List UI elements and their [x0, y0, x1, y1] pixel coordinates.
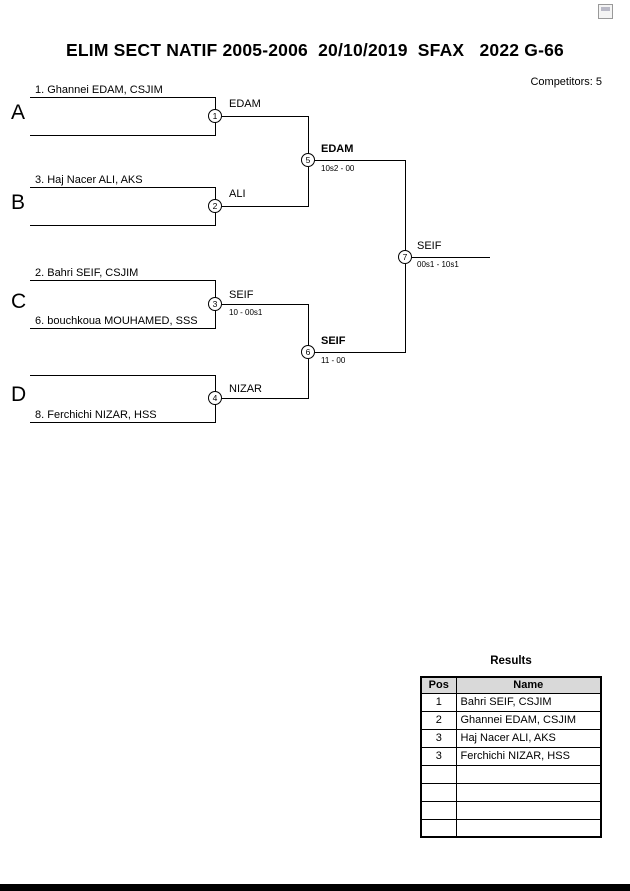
result-name: Ghannei EDAM, CSJIM [455, 710, 602, 730]
winner-label: NIZAR [229, 383, 262, 395]
result-pos [420, 818, 457, 838]
window-icon-glyph [601, 7, 610, 11]
bracket-line [308, 167, 309, 207]
result-name [455, 800, 602, 820]
bracket-line [30, 135, 215, 136]
result-name [455, 818, 602, 838]
bracket-line [30, 375, 215, 376]
bracket-line [308, 116, 309, 154]
bracket-line [30, 422, 215, 423]
match-node-3: 3 [208, 297, 222, 311]
pool-letter-b: B [11, 191, 26, 214]
table-row [420, 818, 602, 838]
bracket-line [222, 116, 308, 117]
result-pos: 2 [420, 710, 457, 730]
result-pos [420, 782, 457, 802]
bracket-line [308, 359, 309, 399]
bracket-line [405, 160, 406, 251]
table-row: 1 Bahri SEIF, CSJIM [420, 692, 602, 712]
result-pos: 3 [420, 746, 457, 766]
result-pos [420, 800, 457, 820]
bracket-line [412, 257, 490, 258]
result-name: Bahri SEIF, CSJIM [455, 692, 602, 712]
pool-letter-d: D [11, 383, 27, 406]
result-pos: 3 [420, 728, 457, 748]
bracket-line [308, 304, 309, 346]
result-name [455, 764, 602, 784]
bracket-line [30, 280, 215, 281]
competitor-name: 1. Ghannei EDAM, CSJIM [35, 84, 163, 96]
match-node-2: 2 [208, 199, 222, 213]
match-score: 11 - 00 [321, 356, 346, 365]
bracket-line [222, 398, 308, 399]
results-header-pos: Pos [420, 676, 457, 694]
table-row: 2 Ghannei EDAM, CSJIM [420, 710, 602, 730]
bracket-line [30, 225, 215, 226]
match-node-5: 5 [301, 153, 315, 167]
match-node-1: 1 [208, 109, 222, 123]
bracket-line [222, 304, 308, 305]
match-node-6: 6 [301, 345, 315, 359]
competitor-name: 2. Bahri SEIF, CSJIM [35, 267, 139, 279]
winner-label: SEIF [321, 335, 346, 347]
match-node-4: 4 [208, 391, 222, 405]
competitors-count: Competitors: 5 [530, 76, 602, 88]
winner-label: EDAM [229, 98, 261, 110]
table-row [420, 782, 602, 802]
table-row: 3 Haj Nacer ALI, AKS [420, 728, 602, 748]
bracket-line [315, 160, 405, 161]
winner-label: SEIF [229, 289, 254, 301]
table-row [420, 764, 602, 784]
table-row: 3 Ferchichi NIZAR, HSS [420, 746, 602, 766]
table-row [420, 800, 602, 820]
bracket-line [315, 352, 405, 353]
match-score: 10 - 00s1 [229, 308, 263, 317]
results-header-name: Name [455, 676, 602, 694]
result-name [455, 782, 602, 802]
window-icon[interactable] [598, 4, 613, 19]
bracket-line [222, 206, 308, 207]
result-name: Ferchichi NIZAR, HSS [455, 746, 602, 766]
bracket-line [30, 328, 215, 329]
results-title: Results [490, 655, 532, 667]
bracket-line [405, 264, 406, 353]
winner-label: ALI [229, 188, 246, 200]
winner-label: EDAM [321, 143, 354, 155]
bracket-line [30, 187, 215, 188]
match-node-7: 7 [398, 250, 412, 264]
bottom-bar [0, 884, 630, 891]
competitor-name: 6. bouchkoua MOUHAMED, SSS [35, 315, 198, 327]
competitor-name: 8. Ferchichi NIZAR, HSS [35, 409, 157, 421]
results-header-row: Pos Name [420, 676, 602, 694]
pool-letter-a: A [11, 101, 26, 124]
result-pos [420, 764, 457, 784]
competitor-name: 3. Haj Nacer ALI, AKS [35, 174, 143, 186]
match-score: 00s1 - 10s1 [417, 260, 459, 269]
results-table: Pos Name 1 Bahri SEIF, CSJIM 2 Ghannei E… [420, 676, 602, 838]
winner-label: SEIF [417, 240, 442, 252]
bracket-line [30, 97, 215, 98]
match-score: 10s2 - 00 [321, 164, 355, 173]
result-name: Haj Nacer ALI, AKS [455, 728, 602, 748]
pool-letter-c: C [11, 290, 27, 313]
page-title: ELIM SECT NATIF 2005-2006 20/10/2019 SFA… [66, 40, 564, 60]
result-pos: 1 [420, 692, 457, 712]
